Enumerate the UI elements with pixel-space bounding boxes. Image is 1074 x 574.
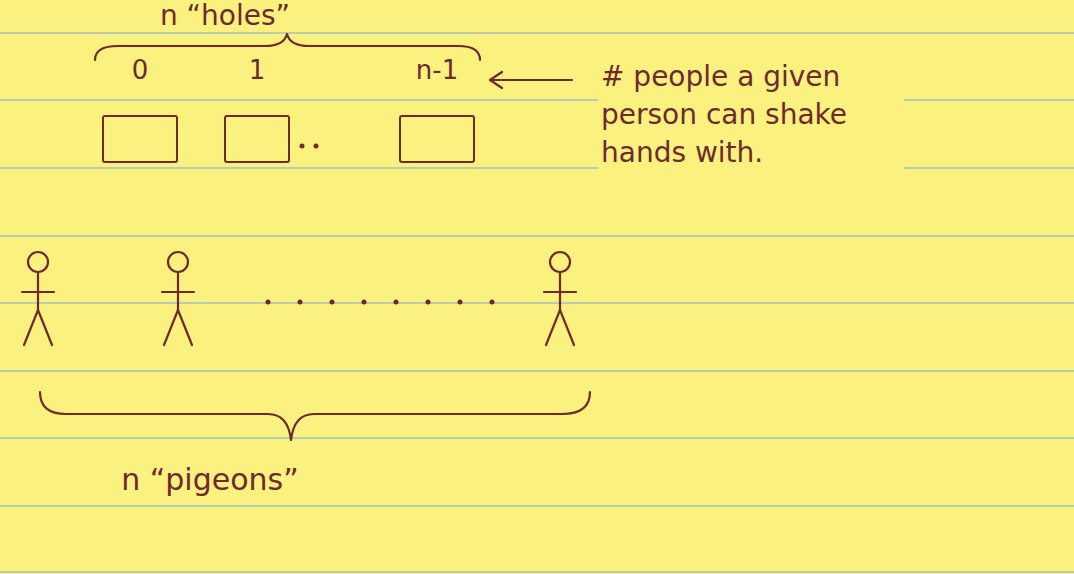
hole-outline [102,115,178,163]
pointer-arrow [490,72,572,88]
ellipsis-dots [266,300,495,305]
hole-outline [399,115,475,163]
ellipsis-dots [300,144,319,149]
note-text: # people a given person can shake hands … [598,58,904,172]
hole-box: 0 [102,55,178,163]
hole-number: 1 [246,55,269,85]
brace-label: n “pigeons” [118,462,302,498]
stick-figure [544,252,576,345]
stick-figure [22,252,54,345]
hole-number: 0 [129,55,152,85]
brace-label: n “holes” [157,0,293,32]
hole-box: n-1 [399,55,475,163]
bottom-brace [40,392,590,440]
ruled-lines [0,33,1074,572]
stick-figure [162,252,194,345]
hole-number: n-1 [413,55,461,85]
hole-box: 1 [224,55,290,163]
hole-outline [224,115,290,163]
